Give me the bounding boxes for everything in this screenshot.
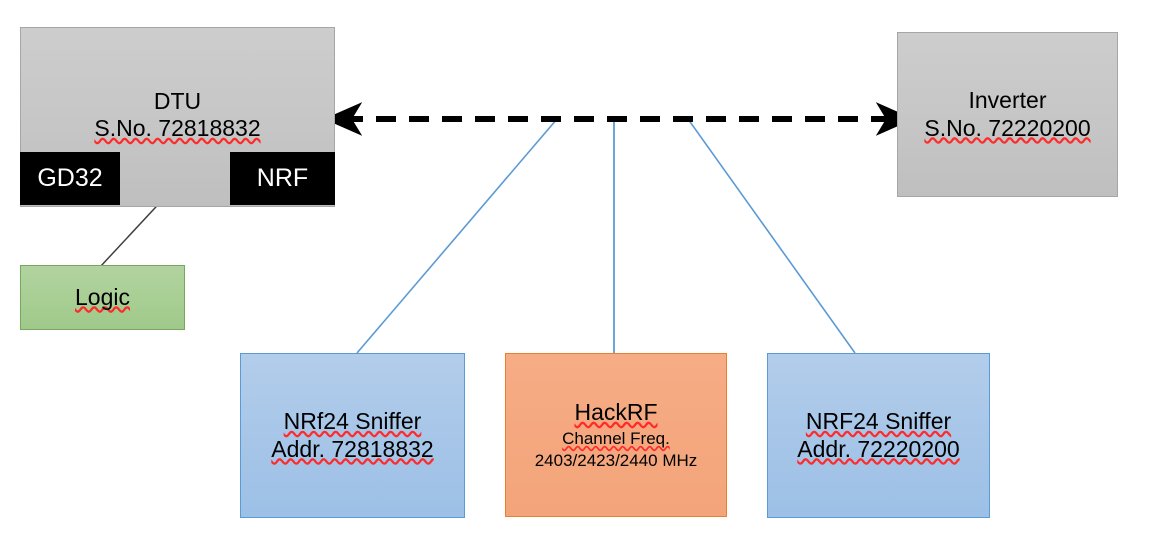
inverter-serial: S.No. 72220200: [924, 115, 1090, 142]
sniffer-left-label: NRf24 Sniffer: [284, 408, 422, 435]
logic-label: Logic: [75, 283, 130, 310]
sniffer-right-tap: [687, 118, 856, 354]
inverter-node[interactable]: Inverter S.No. 72220200: [897, 32, 1118, 197]
sniffer-right-label: NRF24 Sniffer: [806, 408, 951, 435]
sniffer-left-address-text: Addr. 72818832: [271, 435, 434, 462]
hackrf-node[interactable]: HackRF Channel Freq. 2403/2423/2440 MHz: [505, 353, 727, 517]
inverter-serial-text: S.No. 72220200: [924, 114, 1091, 141]
dtu-label: DTU: [153, 88, 202, 114]
gd32-label: GD32: [37, 164, 103, 192]
nrf-label: NRF: [256, 164, 309, 192]
dtu-serial: S.No. 72818832: [94, 115, 260, 142]
sniffer-right-address-text: Addr. 72220200: [797, 435, 960, 462]
hackrf-label-text: HackRF: [574, 399, 658, 426]
logic-node[interactable]: Logic: [20, 265, 185, 330]
nrf-chip[interactable]: NRF: [230, 152, 335, 205]
hackrf-frequencies: 2403/2423/2440 MHz: [534, 450, 698, 470]
sniffer-right-node[interactable]: NRF24 Sniffer Addr. 72220200: [767, 353, 990, 518]
hackrf-label: HackRF: [574, 399, 657, 426]
dtu-serial-text: S.No. 72818832: [94, 115, 261, 142]
sniffer-left-address: Addr. 72818832: [271, 436, 433, 463]
sniffer-left-node[interactable]: NRf24 Sniffer Addr. 72818832: [240, 353, 465, 518]
hackrf-subtitle: Channel Freq.: [562, 428, 670, 449]
sniffer-left-tap: [356, 118, 558, 354]
inverter-label: Inverter: [968, 87, 1047, 114]
sniffer-right-label-text: NRF24 Sniffer: [805, 408, 952, 435]
sniffer-left-label-text: NRf24 Sniffer: [283, 408, 422, 435]
hackrf-subtitle-text: Channel Freq.: [562, 429, 670, 449]
sniffer-right-address: Addr. 72220200: [797, 436, 959, 463]
gd32-chip[interactable]: GD32: [20, 152, 120, 205]
